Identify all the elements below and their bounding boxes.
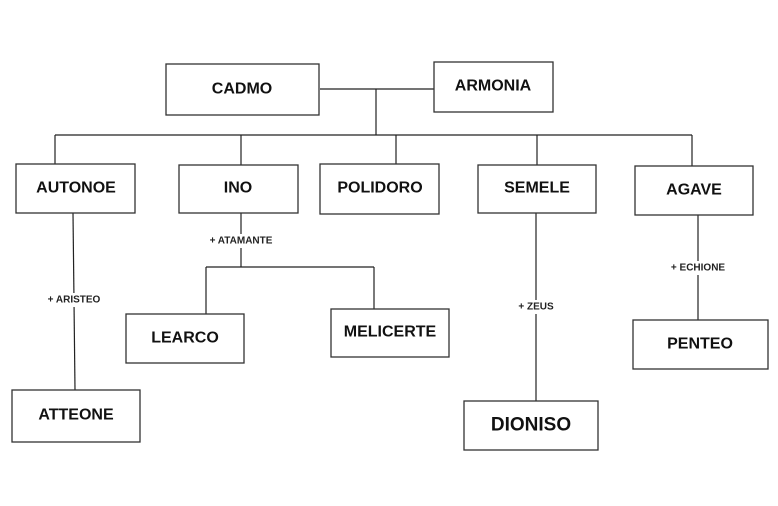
spouse-label-zeus: + ZEUS <box>518 302 554 313</box>
node-agave: AGAVE <box>634 165 754 216</box>
node-label: CADMO <box>212 81 272 98</box>
node-ino: INO <box>178 164 299 214</box>
node-dioniso: DIONISO <box>463 400 599 451</box>
node-autonoe: AUTONOE <box>15 163 136 214</box>
node-learco: LEARCO <box>125 313 245 364</box>
node-label: SEMELE <box>504 180 570 197</box>
spouse-label-aristeo: + ARISTEO <box>48 295 101 306</box>
node-label: DIONISO <box>491 415 571 436</box>
node-label: POLIDORO <box>337 180 422 197</box>
node-cadmo: CADMO <box>165 63 320 116</box>
node-label: INO <box>224 180 252 197</box>
node-melicerte: MELICERTE <box>330 308 450 358</box>
node-label: LEARCO <box>151 330 219 347</box>
node-polidoro: POLIDORO <box>319 163 440 215</box>
node-label: ARMONIA <box>455 78 532 95</box>
spouse-label-atamante: + ATAMANTE <box>210 236 273 247</box>
node-label: PENTEO <box>667 336 733 353</box>
spouse-label-echione: + ECHIONE <box>671 263 726 274</box>
node-penteo: PENTEO <box>632 319 769 370</box>
node-armonia: ARMONIA <box>433 61 554 113</box>
node-atteone: ATTEONE <box>11 389 141 443</box>
node-label: MELICERTE <box>344 324 437 341</box>
node-semele: SEMELE <box>477 164 597 214</box>
node-label: ATTEONE <box>38 407 114 424</box>
node-label: AGAVE <box>666 182 722 199</box>
node-label: AUTONOE <box>36 180 116 197</box>
